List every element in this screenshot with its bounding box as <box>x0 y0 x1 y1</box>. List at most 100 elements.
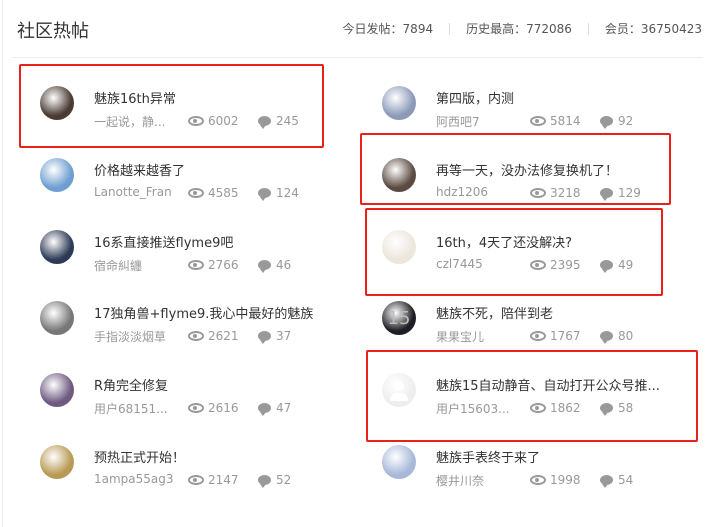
comment-count-value: 58 <box>618 401 634 416</box>
eye-icon <box>530 331 546 342</box>
comment-count-value: 37 <box>276 329 292 344</box>
comment-count: 129 <box>600 185 641 201</box>
post-item[interactable]: 魅族16th异常 一起说，静... 6002 245 <box>40 84 350 144</box>
comment-count-value: 124 <box>276 185 299 200</box>
post-item[interactable]: 16系直接推送flyme9吧 宿命糾纏 2766 46 <box>40 228 350 288</box>
user-avatar[interactable] <box>40 157 74 192</box>
comment-count-value: 245 <box>276 114 299 128</box>
post-item[interactable]: 16th，4天了还没解决? czl7445 2395 49 <box>382 228 692 288</box>
comment-count: 80 <box>600 329 634 345</box>
post-item[interactable]: 再等一天，没办法修复换机了！ hdz1206 3218 129 <box>382 156 692 216</box>
header-divider <box>12 57 703 58</box>
post-author[interactable]: 阿西吧7 <box>436 115 480 129</box>
post-item[interactable]: 魅族15自动静音、自动打开公众号推... 用户15603... 1862 58 <box>382 371 692 431</box>
view-count-value: 3218 <box>550 185 581 200</box>
comment-icon <box>600 403 613 417</box>
post-author[interactable]: 用户68151... <box>94 402 168 417</box>
view-count: 2621 <box>188 329 239 343</box>
post-item[interactable]: 第四版，内测 阿西吧7 5814 92 <box>382 84 692 144</box>
post-author[interactable]: 1ampa55ag3 <box>94 472 174 486</box>
view-count: 1767 <box>530 329 581 343</box>
user-avatar[interactable] <box>40 86 74 120</box>
user-avatar[interactable]: 15 <box>382 301 416 336</box>
comment-count: 54 <box>600 473 634 488</box>
post-title[interactable]: 17独角兽+flyme9.我心中最好的魅族 <box>94 307 314 323</box>
user-avatar[interactable] <box>40 445 74 479</box>
view-count: 5814 <box>530 114 581 128</box>
view-count: 2147 <box>188 473 239 487</box>
post-author[interactable]: 宿命糾纏 <box>94 258 143 273</box>
comment-icon <box>258 259 271 273</box>
post-item[interactable]: 预热正式开始！ 1ampa55ag3 2147 52 <box>40 443 350 503</box>
comment-count: 52 <box>258 473 292 488</box>
comment-icon <box>600 331 613 345</box>
post-item[interactable]: R角完全修复 用户68151... 2616 47 <box>40 371 350 431</box>
user-avatar[interactable] <box>40 301 74 336</box>
post-author[interactable]: 手指淡淡烟草 <box>94 330 167 345</box>
post-title[interactable]: 价格越来越香了 <box>94 163 186 179</box>
post-item[interactable]: 17独角兽+flyme9.我心中最好的魅族 手指淡淡烟草 2621 37 <box>40 299 350 359</box>
post-title[interactable]: 魅族16th异常 <box>94 92 176 107</box>
comment-count: 58 <box>600 401 634 417</box>
post-author[interactable]: hdz1206 <box>436 184 489 199</box>
user-avatar[interactable] <box>382 86 416 120</box>
view-count-value: 6002 <box>208 114 239 128</box>
left-border <box>2 0 3 527</box>
comment-count-value: 46 <box>276 257 292 272</box>
post-title[interactable]: 魅族不死，陪伴到老 <box>436 307 554 323</box>
view-count: 4585 <box>188 186 239 200</box>
post-title[interactable]: 魅族手表终于来了 <box>436 451 541 466</box>
stat-today-posts: 今日发帖：7894 <box>342 22 434 36</box>
post-title[interactable]: 16th，4天了还没解决? <box>436 235 573 251</box>
post-author[interactable]: czl7445 <box>436 256 483 271</box>
post-author[interactable]: 用户15603... <box>436 402 510 417</box>
default-user-icon <box>382 373 416 407</box>
user-avatar[interactable] <box>382 445 416 479</box>
post-title[interactable]: R角完全修复 <box>94 379 169 395</box>
view-count: 2766 <box>188 258 239 272</box>
user-avatar[interactable] <box>40 373 74 408</box>
comment-count-value: 52 <box>276 473 292 487</box>
post-title[interactable]: 预热正式开始！ <box>94 451 186 466</box>
eye-icon <box>530 187 546 198</box>
comment-icon <box>258 116 271 129</box>
user-avatar[interactable] <box>382 157 416 192</box>
post-author[interactable]: 果果宝儿 <box>436 330 485 345</box>
view-count-value: 2395 <box>550 257 581 272</box>
comment-count: 245 <box>258 114 299 129</box>
post-title[interactable]: 第四版，内测 <box>436 92 515 107</box>
eye-icon <box>188 475 204 485</box>
user-avatar[interactable] <box>40 229 74 264</box>
view-count-value: 1998 <box>550 473 581 487</box>
post-item[interactable]: 价格越来越香了 Lanotte_Fran 4585 124 <box>40 156 350 216</box>
comment-count-value: 47 <box>276 401 292 416</box>
comment-count: 49 <box>600 258 633 273</box>
post-author[interactable]: 樱井川奈 <box>436 474 485 488</box>
comment-icon <box>600 259 613 273</box>
comment-count-value: 54 <box>618 473 634 487</box>
view-count-value: 1862 <box>550 401 581 416</box>
eye-icon <box>530 475 546 485</box>
post-title[interactable]: 魅族15自动静音、自动打开公众号推... <box>436 379 660 395</box>
comment-icon <box>258 331 271 345</box>
post-author[interactable]: Lanotte_Fran <box>94 184 172 199</box>
user-avatar[interactable] <box>382 229 416 264</box>
comment-count-value: 129 <box>618 185 641 200</box>
comment-count-value: 80 <box>618 329 634 344</box>
post-title[interactable]: 16系直接推送flyme9吧 <box>94 235 234 251</box>
post-title[interactable]: 再等一天，没办法修复换机了！ <box>436 163 619 179</box>
eye-icon <box>188 116 204 126</box>
divider <box>449 22 451 35</box>
view-count-value: 5814 <box>550 114 581 128</box>
comment-count: 124 <box>258 185 299 201</box>
view-count-value: 2621 <box>208 329 239 344</box>
stats-bar: 今日发帖：7894 历史最高：772086 会员：36750423 <box>343 20 702 37</box>
eye-icon <box>530 259 546 270</box>
view-count: 1862 <box>530 401 581 415</box>
post-item[interactable]: 15 魅族不死，陪伴到老 果果宝儿 1767 80 <box>382 299 692 359</box>
post-item[interactable]: 魅族手表终于来了 樱井川奈 1998 54 <box>382 443 692 503</box>
post-author[interactable]: 一起说，静... <box>94 115 166 129</box>
view-count: 2616 <box>188 401 239 415</box>
comment-icon <box>600 187 613 201</box>
user-avatar[interactable] <box>382 373 416 408</box>
